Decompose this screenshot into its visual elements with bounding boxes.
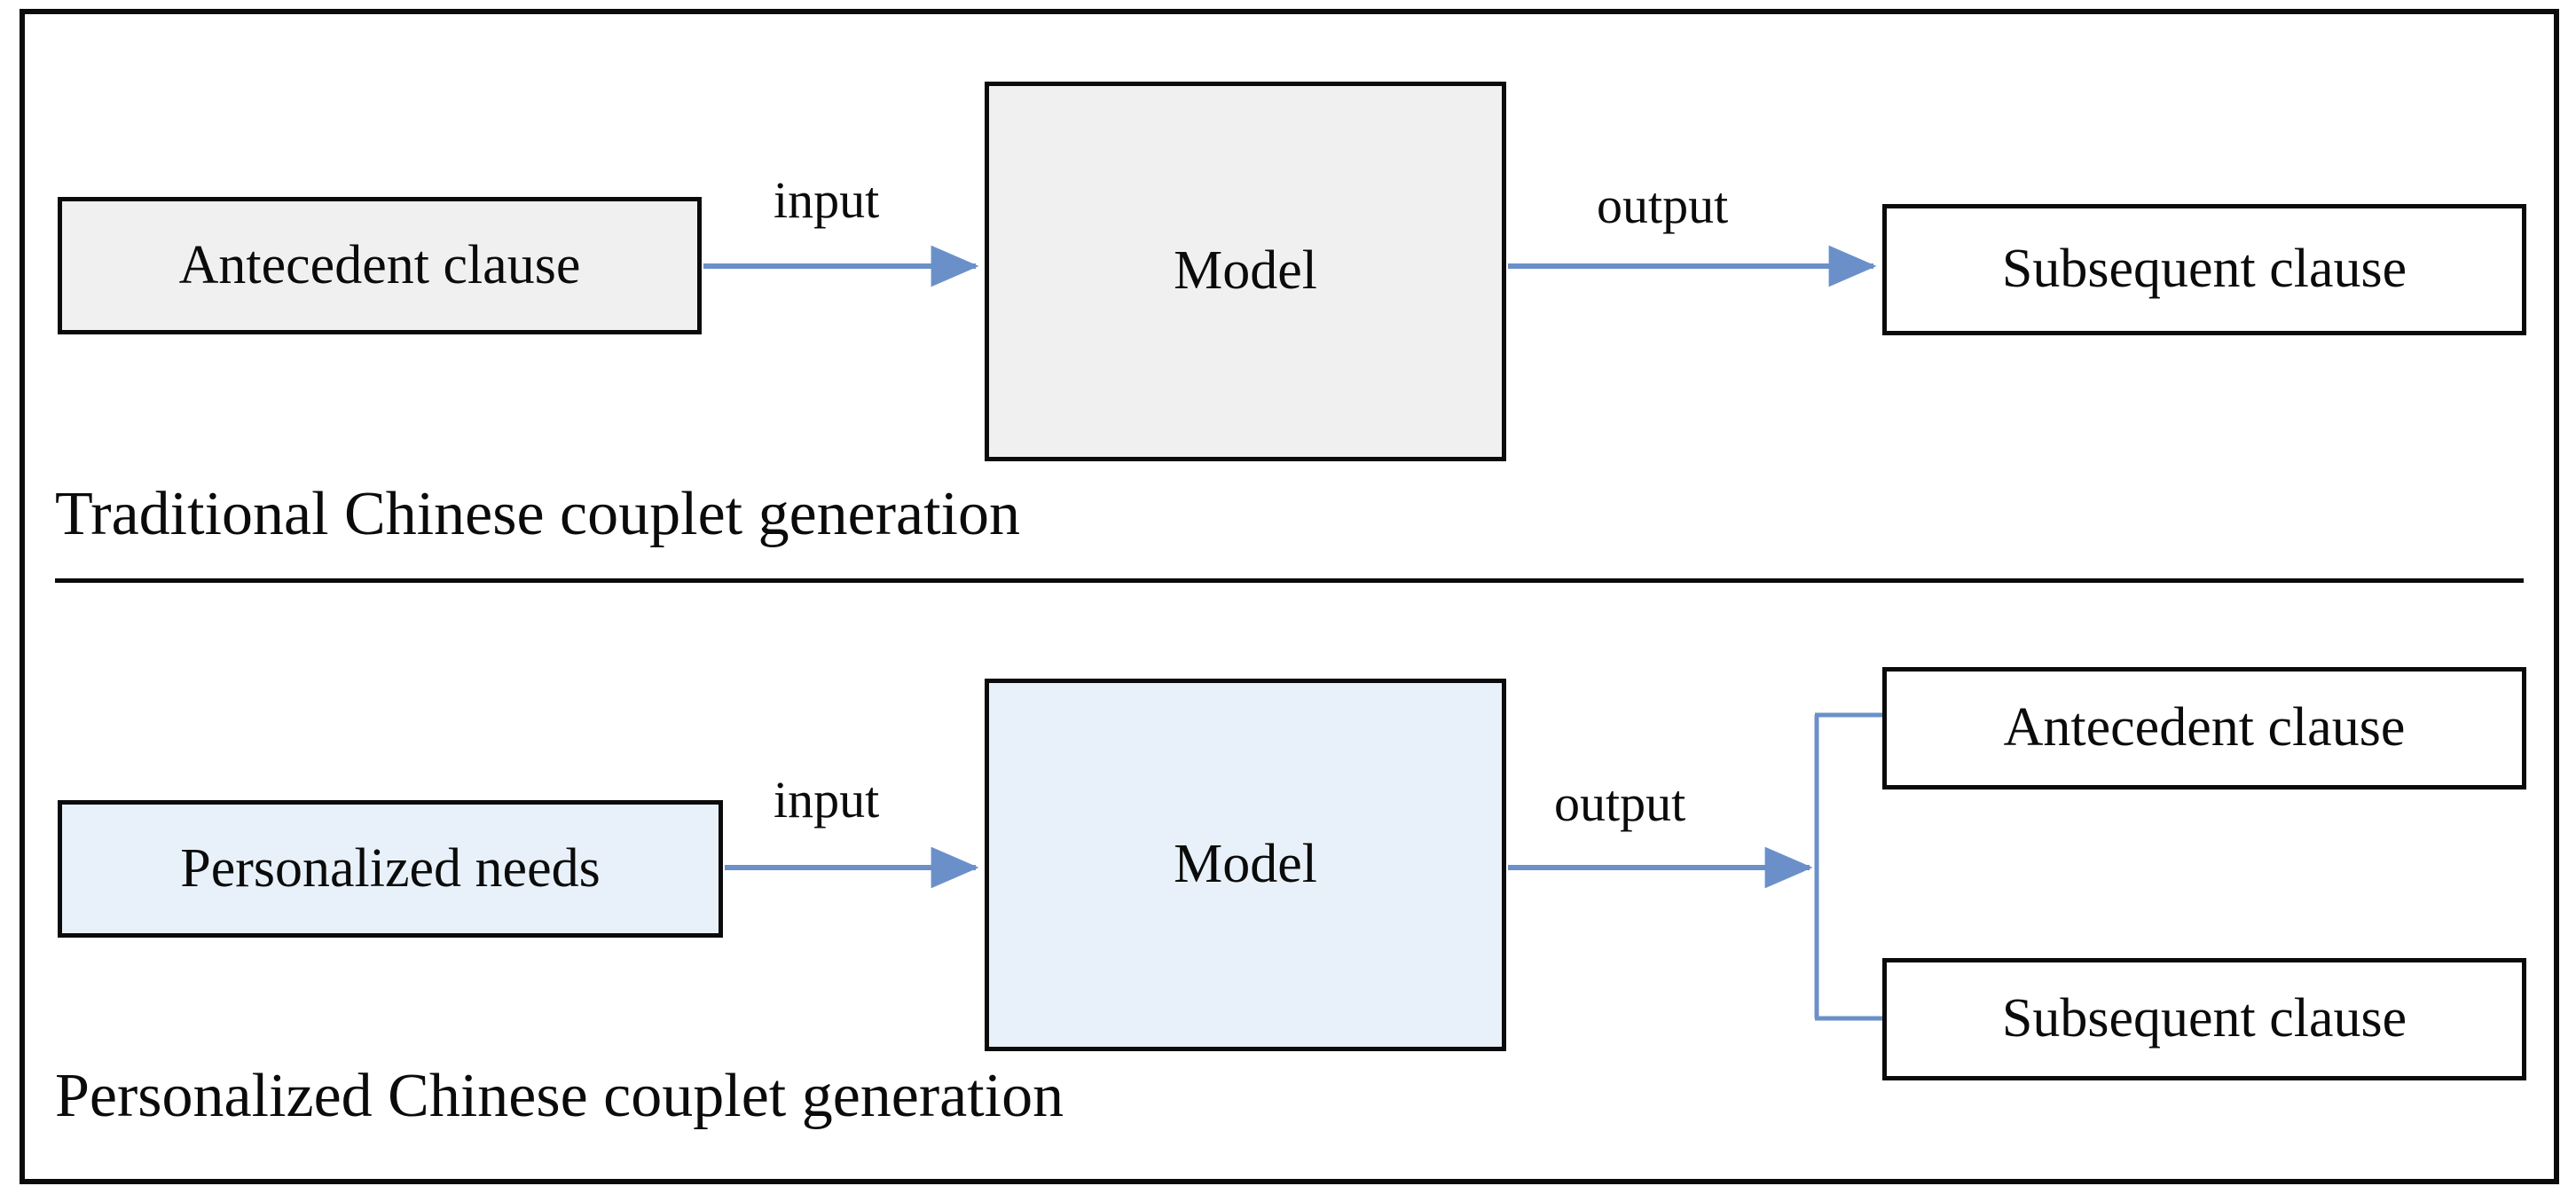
node-label: Model <box>1174 834 1317 895</box>
node-personalized-needs[interactable]: Personalized needs <box>58 800 723 938</box>
caption-traditional: Traditional Chinese couplet generation <box>55 480 1021 548</box>
node-label: Antecedent clause <box>178 234 581 295</box>
node-model-bottom[interactable]: Model <box>985 679 1506 1051</box>
node-antecedent-clause-top[interactable]: Antecedent clause <box>58 197 702 334</box>
node-label: Subsequent clause <box>2001 988 2407 1049</box>
node-subsequent-clause-top[interactable]: Subsequent clause <box>1882 204 2526 335</box>
node-model-top[interactable]: Model <box>985 82 1506 461</box>
node-subsequent-clause-bottom[interactable]: Subsequent clause <box>1882 958 2526 1080</box>
edge-label-input-bottom: input <box>774 771 880 829</box>
figure-outer-frame <box>20 9 2559 1184</box>
node-label: Antecedent clause <box>2003 697 2406 758</box>
edge-label-output-top: output <box>1597 177 1729 234</box>
node-label: Model <box>1174 240 1317 302</box>
edge-label-input-top: input <box>774 171 880 229</box>
node-antecedent-clause-bottom[interactable]: Antecedent clause <box>1882 667 2526 789</box>
node-label: Personalized needs <box>180 837 601 899</box>
section-divider <box>55 578 2524 583</box>
node-label: Subsequent clause <box>2001 239 2407 300</box>
edge-label-output-bottom: output <box>1554 774 1686 832</box>
caption-personalized: Personalized Chinese couplet generation <box>55 1062 1064 1130</box>
